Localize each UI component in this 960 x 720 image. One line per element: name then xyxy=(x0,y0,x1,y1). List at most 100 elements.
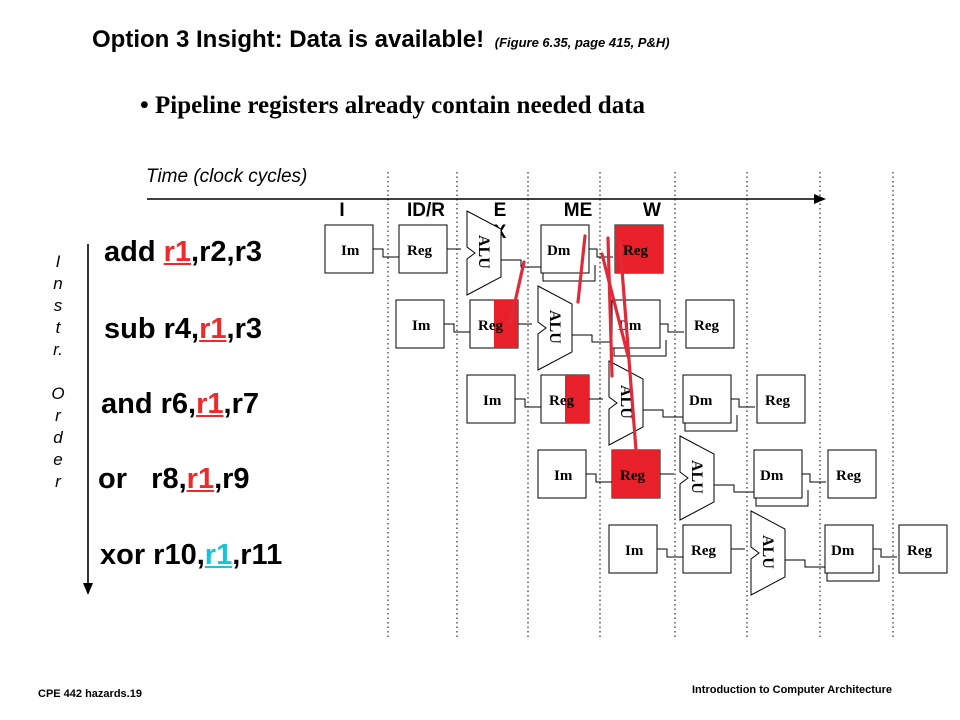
wire xyxy=(373,248,399,258)
instr-register: r1 xyxy=(199,313,227,345)
alu-label: ALU xyxy=(759,535,776,569)
instr-text: xor r10, xyxy=(100,539,205,571)
instruction-and: and r6,r1,r7 xyxy=(101,388,259,421)
side-letter: r xyxy=(55,472,61,491)
instr-text: ,r2,r3 xyxy=(191,236,262,268)
alu-label: ALU xyxy=(617,385,634,419)
im-label: Im xyxy=(341,243,360,259)
time-axis-arrowhead xyxy=(814,194,826,204)
pipeline-row-2 xyxy=(395,285,735,371)
wire xyxy=(731,398,755,408)
forwarding-line xyxy=(618,242,638,452)
side-letter: I xyxy=(55,252,61,271)
im-label: Im xyxy=(412,318,431,334)
wire xyxy=(783,559,825,568)
pipeline-row-5 xyxy=(608,510,948,596)
instr-text: ,r11 xyxy=(232,539,283,571)
reg-write-box xyxy=(898,524,948,574)
im-box xyxy=(324,224,374,274)
dm-label: Dm xyxy=(760,468,784,484)
wire xyxy=(542,265,596,282)
wire xyxy=(826,565,880,582)
instruction-sub: sub r4,r1,r3 xyxy=(104,313,262,346)
reg-write-label: Reg xyxy=(836,468,861,484)
alu-shape xyxy=(537,285,573,371)
time-axis-label: Time (clock cycles) xyxy=(146,166,308,187)
reg-write-label: Reg xyxy=(694,318,719,334)
side-letter: s xyxy=(53,296,63,315)
wire xyxy=(586,473,612,483)
dm-label: Dm xyxy=(831,543,855,559)
wire xyxy=(712,484,754,493)
wire xyxy=(755,490,809,507)
reg-write-box xyxy=(756,374,806,424)
instr-register: r1 xyxy=(196,388,224,420)
alu-shape xyxy=(679,435,715,521)
im-label: Im xyxy=(483,393,502,409)
forwarding-line xyxy=(606,236,614,378)
side-letter: O xyxy=(51,384,65,403)
reg-write-label: Reg xyxy=(907,543,932,559)
side-letter: t xyxy=(55,318,61,337)
wire xyxy=(660,323,684,333)
instr-register: r1 xyxy=(186,463,215,495)
side-letter: e xyxy=(53,450,63,469)
bullet-text: Pipeline registers already contain neede… xyxy=(155,92,646,119)
reg-read-highlight xyxy=(565,375,589,423)
instr-text: sub r4, xyxy=(104,313,200,345)
slide-title: Option 3 Insight: Data is available! (Fi… xyxy=(92,26,670,54)
stage-top: E xyxy=(493,200,507,221)
wire xyxy=(444,323,470,333)
footer-subject: Introduction to Computer Architecture xyxy=(692,684,893,696)
wire xyxy=(499,259,541,268)
reg-write-label: Reg xyxy=(765,393,790,409)
instr-register: r1 xyxy=(204,539,233,571)
side-letter: n xyxy=(53,274,63,293)
reg-read-label: Reg xyxy=(407,243,432,259)
forwarding-line xyxy=(600,252,630,358)
side-letter: r xyxy=(55,406,61,425)
alu-label: ALU xyxy=(546,310,563,344)
wire xyxy=(589,248,613,258)
reg-read-label: Reg xyxy=(691,543,716,559)
instruction-add: add r1,r2,r3 xyxy=(104,236,262,269)
wire xyxy=(657,548,683,558)
wire xyxy=(613,340,667,357)
dm-label: Dm xyxy=(547,243,571,259)
dm-box xyxy=(753,449,803,499)
bullet-point: • Pipeline registers already contain nee… xyxy=(140,92,646,119)
instr-order-label: I n s t r. O r d e r xyxy=(48,252,68,494)
forwarding-line xyxy=(576,234,587,304)
dm-box xyxy=(682,374,732,424)
im-label: Im xyxy=(625,543,644,559)
footer-course: CPE 442 hazards.19 xyxy=(38,688,142,700)
title-main: Option 3 Insight: Data is available! xyxy=(92,26,485,53)
reg-read-label: Reg xyxy=(620,468,645,484)
wire xyxy=(684,415,738,432)
alu-shape xyxy=(750,510,786,596)
wire xyxy=(873,548,897,558)
reg-write-box xyxy=(685,299,735,349)
figure-reference: (Figure 6.35, page 415, P&H) xyxy=(494,35,670,50)
alu-label: ALU xyxy=(475,235,492,269)
im-box xyxy=(466,374,516,424)
dm-label: Dm xyxy=(689,393,713,409)
wire xyxy=(515,398,541,408)
stage-top: ME xyxy=(563,200,593,221)
side-letter: r. xyxy=(53,340,63,359)
forwarding-line xyxy=(508,260,526,326)
side-letter: d xyxy=(53,428,63,447)
alu-shape xyxy=(466,210,502,296)
order-axis-arrowhead xyxy=(83,583,93,595)
instr-text: and r6, xyxy=(101,388,197,420)
alu-label: ALU xyxy=(688,460,705,494)
instr-text: ,r3 xyxy=(226,313,262,345)
instruction-or: or r8,r1,r9 xyxy=(98,463,250,496)
instr-register: r1 xyxy=(163,236,192,268)
im-box xyxy=(395,299,445,349)
wire xyxy=(802,473,826,483)
reg-read-label: Reg xyxy=(478,318,503,334)
wire xyxy=(641,409,683,418)
reg-read-label: Reg xyxy=(549,393,574,409)
